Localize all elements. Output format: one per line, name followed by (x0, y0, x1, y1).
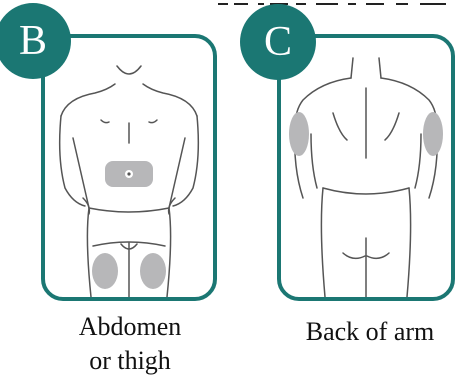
abdomen-thigh-caption: Abdomen or thigh (50, 310, 210, 378)
back-of-arm-panel (277, 34, 455, 301)
back-of-arm-caption: Back of arm (285, 315, 455, 349)
abdomen-thigh-panel (41, 34, 217, 301)
cropped-top-text (200, 0, 456, 5)
caption-line-2: or thigh (50, 344, 210, 378)
front-body-illustration (45, 38, 213, 297)
badge-c: C (240, 4, 316, 80)
caption-line-1: Back of arm (285, 315, 455, 349)
back-body-illustration (281, 38, 451, 297)
caption-line-1: Abdomen (50, 310, 210, 344)
